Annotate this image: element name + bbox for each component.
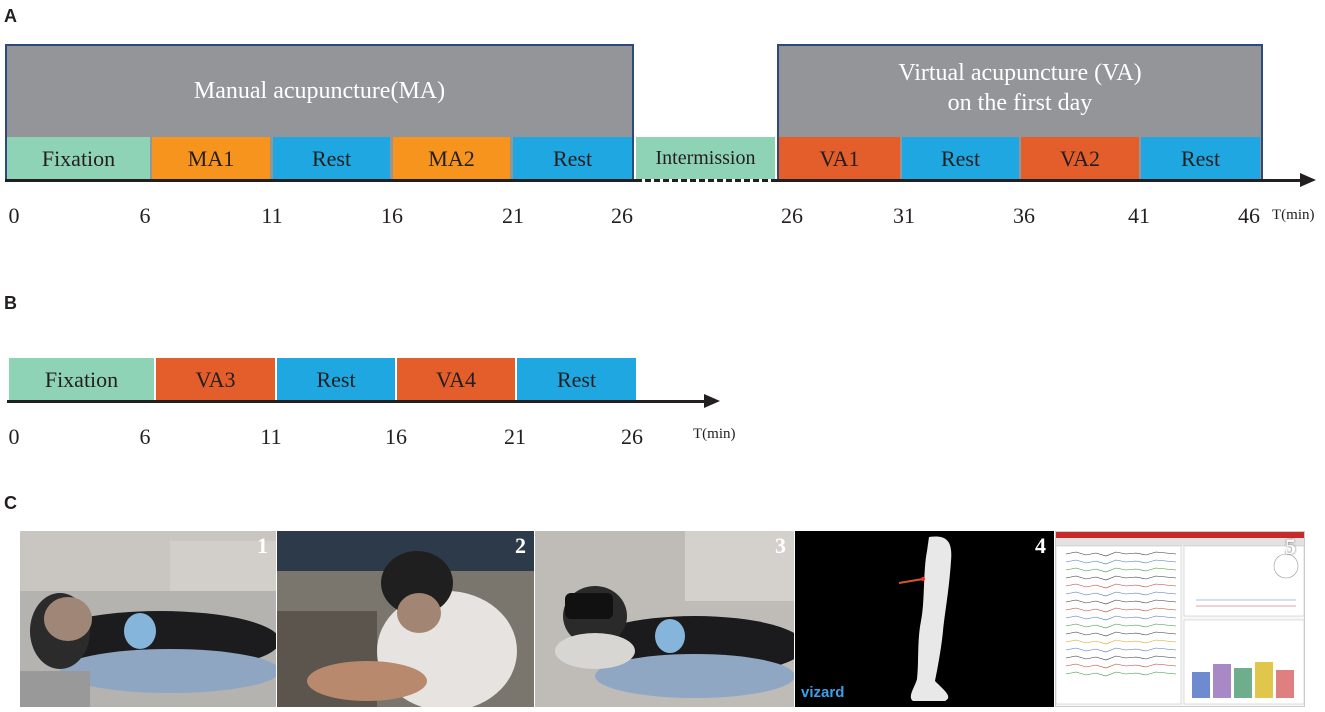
tick-label: 11 (261, 203, 283, 228)
tick-label: 11 (260, 424, 282, 449)
panel-b-letter: B (4, 293, 17, 313)
tick-label: 16 (385, 424, 407, 449)
segment-rest: Rest (1141, 137, 1260, 180)
tick-label: 6 (139, 203, 151, 228)
photo-number: 5 (1285, 534, 1296, 559)
timeline-axis-va (777, 179, 1304, 182)
photo-manual-acupuncture: 2 (277, 531, 534, 707)
photo-manual-acupuncture-illustration (277, 531, 534, 707)
photo-eeg-software: 5 (1055, 531, 1305, 707)
tick-label: 36 (1013, 203, 1035, 228)
tick-label: 6 (139, 424, 151, 449)
segment-ma1: MA1 (152, 137, 270, 180)
timeline-arrow-icon (1300, 173, 1316, 187)
photo-subject-eeg-illustration (20, 531, 276, 707)
tick-label: 31 (893, 203, 915, 228)
segment-ma2: MA2 (393, 137, 510, 180)
tick-label: 16 (381, 203, 403, 228)
tick-label: 26 (611, 203, 633, 228)
photo-number: 3 (775, 533, 786, 558)
tick-label: 46 (1238, 203, 1260, 228)
ma-phase-title: Manual acupuncture(MA) (193, 78, 446, 104)
segment-rest: Rest (517, 358, 636, 401)
photo-subject-vr-illustration (535, 531, 794, 707)
timeline-axis-ma (5, 179, 636, 182)
panel-c-letter: C (4, 493, 17, 513)
vr-leg-model-illustration (795, 531, 1054, 707)
segment-rest: Rest (513, 137, 632, 180)
segment-rest: Rest (902, 137, 1019, 180)
photo-number: 2 (515, 533, 526, 558)
va-phase-title-line1: Virtual acupuncture (VA) (898, 60, 1142, 86)
time-unit-label: T(min) (1272, 207, 1315, 223)
photo-vr-leg-model: vizard 4 (795, 531, 1054, 707)
segment-intermission: Intermission (636, 137, 775, 179)
tick-label: 26 (781, 203, 803, 228)
photo-subject-eeg: 1 (20, 531, 276, 707)
segment-fixation: Fixation (7, 137, 150, 180)
tick-label: 26 (621, 424, 643, 449)
time-unit-label: T(min) (693, 426, 736, 442)
segment-va4: VA4 (397, 358, 515, 401)
tick-label: 21 (502, 203, 524, 228)
segment-rest: Rest (273, 137, 390, 180)
timeline-axis-dashed (636, 179, 777, 182)
eeg-software-illustration (1056, 532, 1304, 706)
segment-fixation: Fixation (9, 358, 154, 401)
vizard-logo: vizard (801, 684, 845, 701)
photo-number: 1 (257, 533, 268, 558)
segment-va3: VA3 (156, 358, 275, 401)
segment-va2: VA2 (1021, 137, 1139, 180)
tick-label: 0 (8, 203, 20, 228)
panel-a-letter: A (4, 6, 17, 26)
tick-label: 0 (8, 424, 20, 449)
timeline-axis-b (7, 400, 707, 403)
photo-number: 4 (1035, 533, 1046, 558)
tick-label: 41 (1128, 203, 1150, 228)
segment-rest: Rest (277, 358, 395, 401)
timeline-arrow-icon (704, 394, 720, 408)
va-phase-title-line2: on the first day (947, 90, 1093, 116)
tick-label: 21 (504, 424, 526, 449)
photo-subject-vr-headset: 3 (535, 531, 794, 707)
segment-va1: VA1 (779, 137, 900, 180)
